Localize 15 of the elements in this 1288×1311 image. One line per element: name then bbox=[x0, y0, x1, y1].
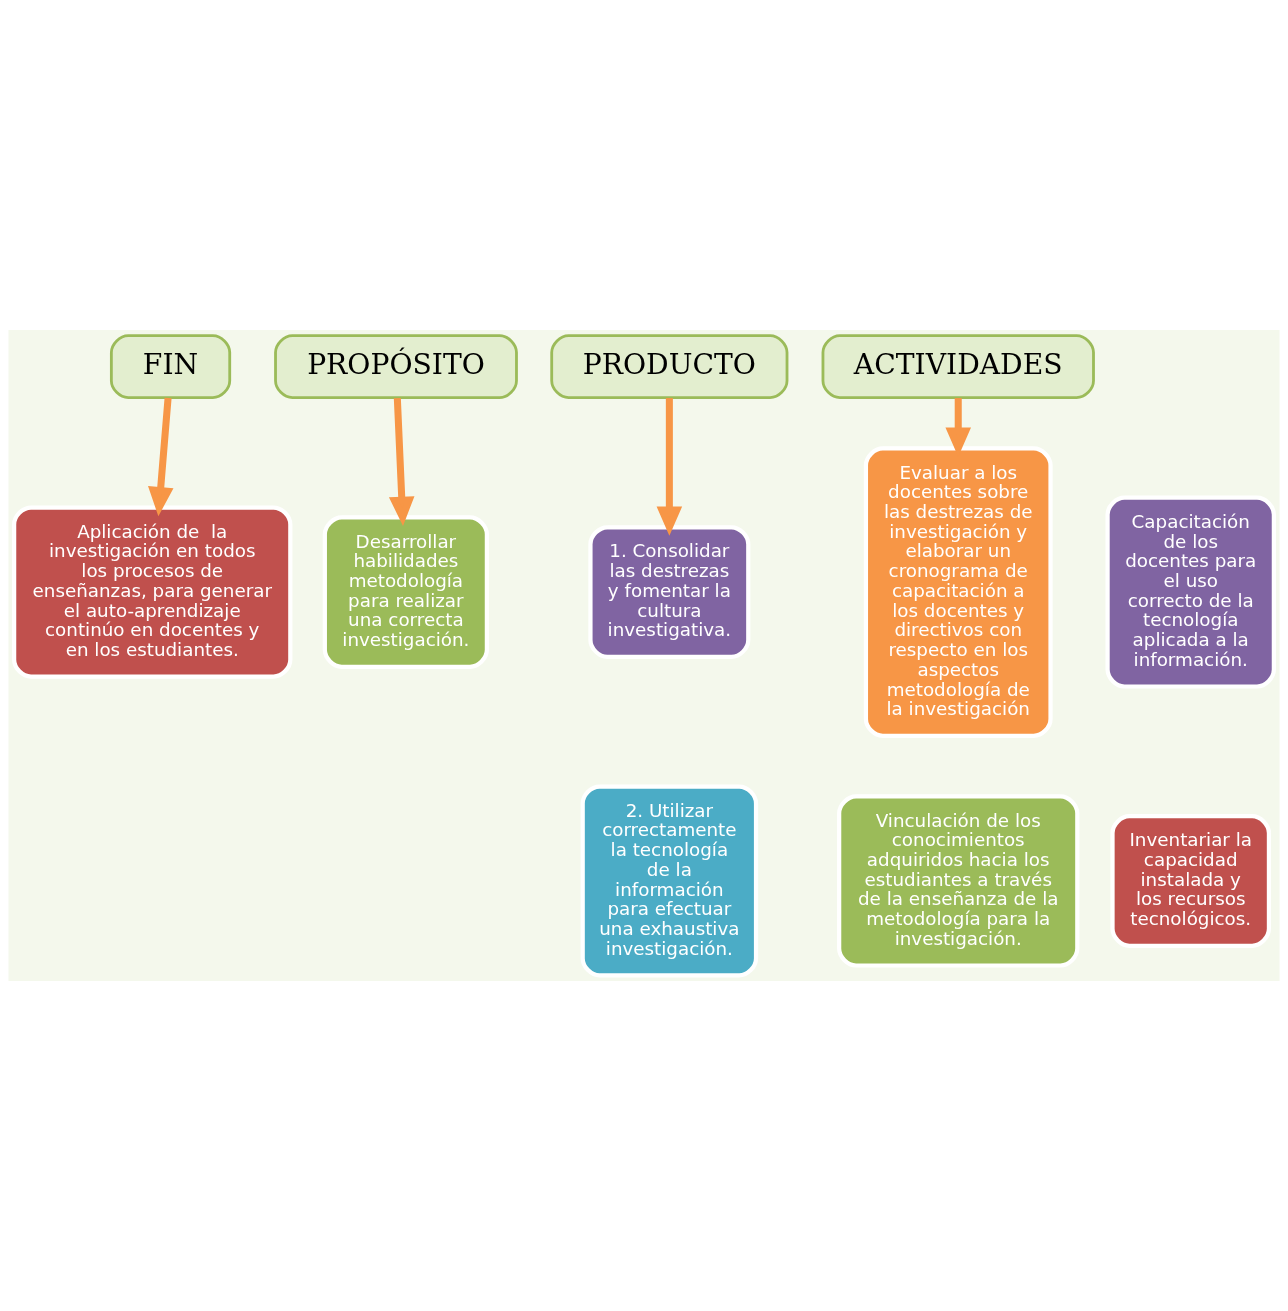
node-box: Evaluar a los docentes sobre las destrezas de investigación y elaborar un cronograma de capacitación a los docentes y directivos con respecto en los aspectos metodología de la investigación bbox=[863, 446, 1053, 738]
node-box: Desarrollar habilidades metodología para realizar una correcta investigación. bbox=[322, 515, 489, 669]
node-box: PROPÓSITO bbox=[274, 334, 518, 400]
node-box: ACTIVIDADES bbox=[821, 334, 1095, 400]
node-box: 2. Utilizar correctamente la tecnología de la información para efectuar una exhaustiva investigación. bbox=[580, 784, 759, 978]
node-box: Aplicación de la investigación en todos los procesos de enseñanzas, para generar el auto-aprendizaje continúo en docentes y en los estudiantes. bbox=[12, 505, 293, 679]
arrow bbox=[148, 397, 174, 517]
node-box: 1. Consolidar las destrezas y fomentar la cultura investigativa. bbox=[588, 525, 751, 660]
node-box: Inventariar la capacidad instalada y los recursos tecnológicos. bbox=[1110, 814, 1272, 948]
arrow bbox=[388, 397, 415, 526]
node-box: PRODUCTO bbox=[550, 334, 789, 400]
arrow bbox=[656, 398, 683, 536]
node-box: Vinculación de los conocimientos adquiridos hacia los estudiantes a través de la enseñanza de la metodología para la investigación. bbox=[837, 794, 1080, 968]
node-box: Capacitación de los docentes para el uso correcto de la tecnología aplicada a la información. bbox=[1105, 495, 1276, 689]
node-box: FIN bbox=[109, 334, 232, 400]
